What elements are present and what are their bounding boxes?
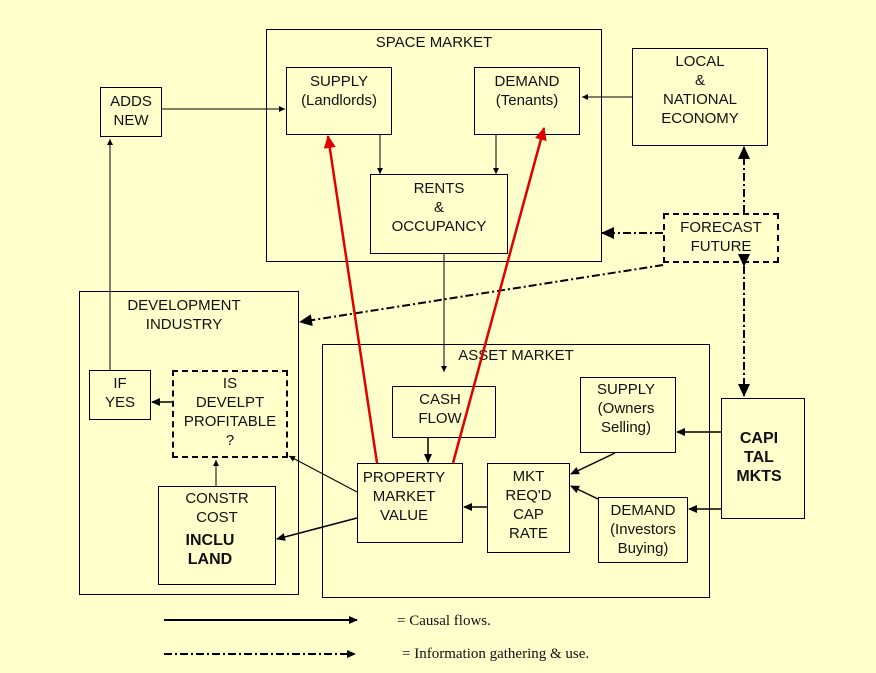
- is-develpt-profitable-box: [172, 370, 288, 458]
- supply-owners-label: SUPPLY (Owners Selling): [596, 381, 656, 436]
- legend-causal-text: = Causal flows.: [397, 613, 491, 629]
- local-national-economy-box: [632, 48, 768, 146]
- inclu-land-label: INCLU LAND: [185, 532, 235, 568]
- development-industry-box: [79, 291, 299, 595]
- capital-mkts-box: [721, 398, 805, 519]
- demand-investors-label: DEMAND (Investors Buying): [610, 502, 676, 557]
- adds-new-box: [100, 87, 162, 137]
- development-industry-title: DEVELOPMENT INDUSTRY: [127, 297, 241, 333]
- forecast-future-box: [663, 213, 779, 263]
- adds-new-label: ADDS NEW: [110, 93, 152, 129]
- forecast-future-label: FORECAST FUTURE: [680, 219, 762, 255]
- arrow-forecast-to-development: [299, 264, 664, 327]
- rents-occupancy-box: [370, 174, 508, 254]
- constr-cost-box: [158, 486, 276, 585]
- mkt-reqd-cap-rate-label: MKT REQ'D CAP RATE: [505, 468, 552, 542]
- arrow-value-to-profitable: [288, 455, 358, 493]
- space-market-title: SPACE MARKET: [375, 34, 493, 51]
- constr-cost-label: CONSTR COST: [185, 490, 249, 526]
- mkt-reqd-cap-rate-box: [487, 463, 570, 553]
- property-market-value-label: PROPERTY MARKET VALUE: [362, 469, 446, 524]
- supply-owners-box: [580, 377, 676, 453]
- supply-landlords-box: [286, 67, 392, 135]
- is-develpt-profitable-label: IS DEVELPT PROFITABLE ?: [183, 375, 277, 449]
- property-market-value-box: [357, 463, 463, 543]
- red-arrow-value-to-demand: [451, 127, 547, 464]
- demand-tenants-box: [474, 67, 580, 135]
- demand-investors-box: [598, 497, 688, 563]
- arrow-value-to-constr-cost: [276, 517, 358, 541]
- demand-tenants-label: DEMAND (Tenants): [494, 73, 560, 109]
- cash-flow-label: CASH FLOW: [418, 391, 462, 427]
- arrow-demand-investors-to-cap-rate: [570, 485, 599, 500]
- capital-mkts-label: CAPI TAL MKTS: [736, 430, 782, 485]
- asset-market-box: [322, 344, 710, 598]
- legend-information-text: = Information gathering & use.: [402, 646, 590, 662]
- arrow-supply-owners-to-cap-rate: [570, 452, 616, 475]
- rents-occupancy-label: RENTS & OCCUPANCY: [391, 180, 487, 235]
- if-yes-box: [89, 370, 151, 420]
- supply-landlords-label: SUPPLY (Landlords): [301, 73, 377, 109]
- red-arrow-value-to-supply: [323, 135, 379, 464]
- if-yes-label: IF YES: [104, 375, 135, 411]
- cash-flow-box: [392, 386, 496, 438]
- space-market-box: [266, 29, 602, 262]
- local-national-economy-label: LOCAL & NATIONAL ECONOMY: [661, 53, 739, 127]
